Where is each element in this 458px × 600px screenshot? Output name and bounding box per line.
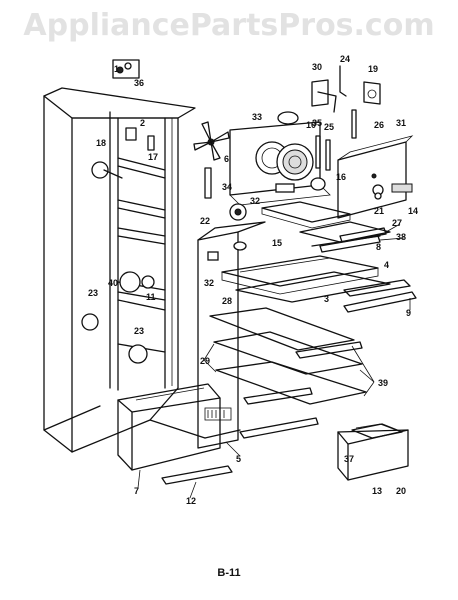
callout-4: 4 <box>384 260 389 270</box>
callout-39: 39 <box>378 378 388 388</box>
callout-31: 31 <box>396 118 406 128</box>
callout-35: 35 <box>312 118 322 128</box>
tube-b <box>325 139 331 171</box>
callout-7: 7 <box>134 486 139 496</box>
thermostat <box>277 111 299 125</box>
sensor-upper <box>275 183 295 193</box>
glass-shelves <box>209 307 367 439</box>
screw-bag <box>112 59 140 79</box>
callout-38: 38 <box>396 232 406 242</box>
callout-24: 24 <box>340 54 350 64</box>
callout-23-upper: 23 <box>88 288 98 298</box>
strip-38 <box>319 235 381 253</box>
shelf-support <box>141 275 155 289</box>
callout-3: 3 <box>324 294 329 304</box>
callout-13: 13 <box>372 486 382 496</box>
callout-23-lower: 23 <box>134 326 144 336</box>
callout-22: 22 <box>200 216 210 226</box>
tube-a <box>315 135 321 169</box>
crisper-frame <box>221 255 391 303</box>
callout-37: 37 <box>344 454 354 464</box>
callout-16: 16 <box>336 172 346 182</box>
callout-26: 26 <box>374 120 384 130</box>
callout-36: 36 <box>134 78 144 88</box>
callout-25: 25 <box>324 122 334 132</box>
callout-17: 17 <box>148 152 158 162</box>
leader-lines <box>137 223 411 499</box>
control-panel <box>337 135 414 219</box>
cabinet <box>43 87 241 453</box>
fan-blade <box>193 121 230 161</box>
strip-27 <box>339 227 387 243</box>
callout-6: 6 <box>224 154 229 164</box>
evaporator-cover <box>229 121 331 206</box>
callout-32-upper: 32 <box>250 196 260 206</box>
shelf-rails <box>343 279 417 313</box>
callout-30: 30 <box>312 62 322 72</box>
callout-34: 34 <box>222 182 232 192</box>
callout-10: 10 <box>306 120 316 130</box>
switch-bracket <box>147 135 155 151</box>
light-bulb-lower <box>233 241 247 251</box>
callout-9: 9 <box>406 308 411 318</box>
callout-28: 28 <box>222 296 232 306</box>
hinge-pin-lower <box>128 344 148 364</box>
door-switch <box>125 127 137 141</box>
top-hinge <box>91 161 109 179</box>
callout-33: 33 <box>252 112 262 122</box>
watermark-text: AppliancePartsPros.com <box>23 8 435 43</box>
rod <box>351 109 357 139</box>
callout-21: 21 <box>374 206 384 216</box>
callout-11: 11 <box>146 292 156 302</box>
callout-18: 18 <box>96 138 106 148</box>
callout-20: 20 <box>396 486 406 496</box>
callout-1: 1 <box>114 64 119 74</box>
callout-5: 5 <box>236 454 241 464</box>
callout-14: 14 <box>408 206 418 216</box>
callout-19: 19 <box>368 64 378 74</box>
crisper-drawer <box>117 383 221 471</box>
light-socket <box>363 81 381 105</box>
light-bracket <box>204 167 212 199</box>
kick-plate <box>161 465 233 485</box>
light-bulb <box>310 177 326 191</box>
butter-compartment <box>337 423 409 481</box>
callout-8: 8 <box>376 242 381 252</box>
hinge-bracket <box>311 65 347 113</box>
callout-12: 12 <box>186 496 196 506</box>
callout-15: 15 <box>272 238 282 248</box>
callout-32-lower: 32 <box>204 278 214 288</box>
sensor-lower <box>207 251 219 261</box>
hinge-pin-upper <box>81 313 99 331</box>
page-number: B-11 <box>217 567 241 579</box>
bulb-21 <box>374 192 382 200</box>
callout-2: 2 <box>140 118 145 128</box>
callout-40: 40 <box>108 278 118 288</box>
callout-27: 27 <box>392 218 402 228</box>
callout-labels: 1 2 3 4 5 6 7 8 9 10 11 12 13 14 15 16 1… <box>88 54 418 506</box>
egg-tray-detail <box>119 271 141 293</box>
